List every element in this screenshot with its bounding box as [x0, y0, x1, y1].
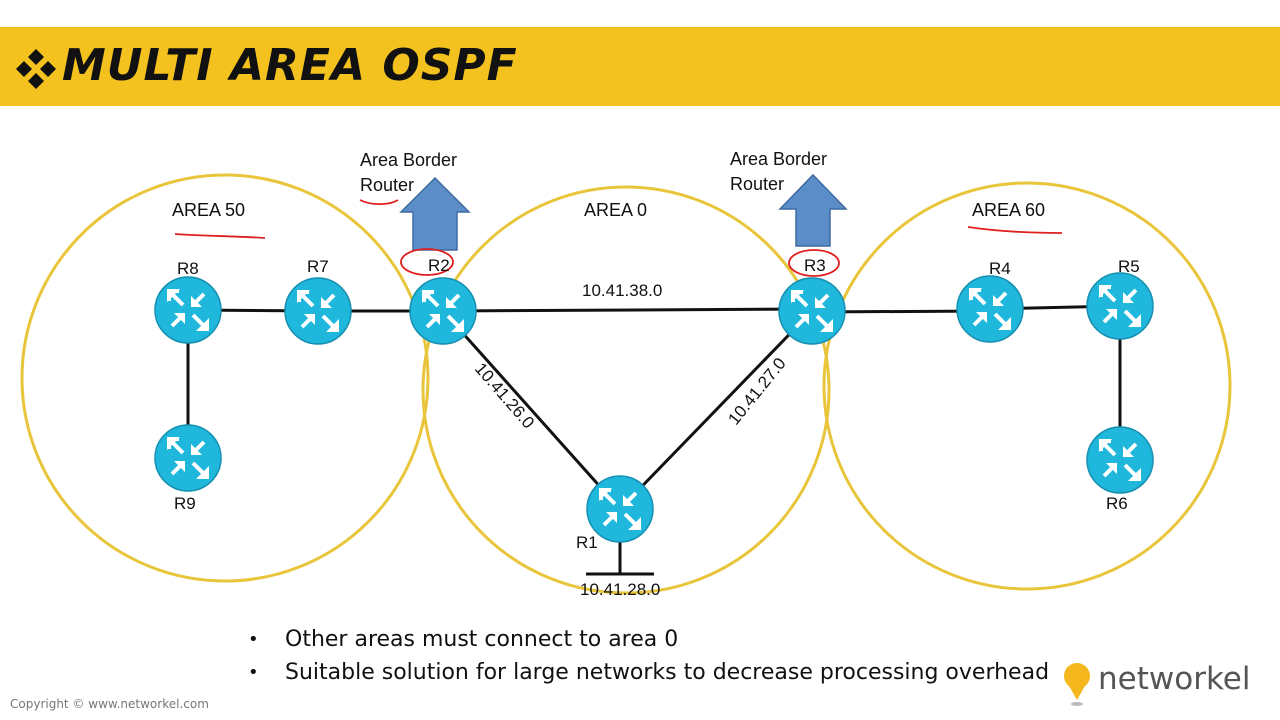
area-50-ring [20, 173, 430, 583]
area-0-label: AREA 0 [584, 200, 647, 220]
router-r6-label: R6 [1106, 494, 1128, 513]
area-50-label: AREA 50 [172, 200, 245, 220]
location-pin-icon [1064, 663, 1090, 706]
network-r2-r3-label: 10.41.38.0 [582, 281, 662, 300]
area-60-label: AREA 60 [972, 200, 1045, 220]
bullet-dot-icon: • [248, 629, 259, 650]
bullet-dot-icon: • [248, 662, 259, 683]
callout-right-line2: Router [730, 174, 784, 194]
callout-left-line2: Router [360, 175, 414, 195]
router-r2-label: R2 [428, 256, 450, 275]
router-r2-icon [408, 276, 478, 346]
router-r7-label: R7 [307, 257, 329, 276]
page-title: MULTI AREA OSPF [62, 40, 518, 91]
copyright-text: Copyright © www.networkel.com [10, 697, 209, 711]
router-r8-icon [153, 275, 223, 345]
router-r8-label: R8 [177, 259, 199, 278]
bullet-text: Other areas must connect to area 0 [285, 627, 679, 652]
callout-left-line1: Area Border [360, 150, 457, 170]
brand-logo-text: networkel [1098, 661, 1251, 697]
up-arrow-left-icon [399, 176, 471, 251]
list-item: • Other areas must connect to area 0 [248, 623, 1049, 656]
router-r1-label: R1 [576, 533, 598, 552]
router-r6-icon [1085, 425, 1155, 495]
router-r3-icon [777, 276, 847, 346]
router-r9-label: R9 [174, 494, 196, 513]
router-r5-label: R5 [1118, 257, 1140, 276]
callout-right-line1: Area Border [730, 149, 827, 169]
router-r3-label: R3 [804, 256, 826, 275]
diamond-bullet-icon [16, 49, 56, 89]
network-r2-r1-label: 10.41.26.0 [471, 359, 538, 432]
router-r5-icon [1085, 271, 1155, 341]
bullet-list: • Other areas must connect to area 0 • S… [248, 623, 1049, 689]
router-r7-icon [283, 276, 353, 346]
router-r4-label: R4 [989, 259, 1011, 278]
up-arrow-right-icon [778, 173, 848, 247]
list-item: • Suitable solution for large networks t… [248, 656, 1049, 689]
area-60-ring [822, 181, 1232, 591]
red-annotations [174, 199, 1063, 277]
bullet-text: Suitable solution for large networks to … [285, 660, 1050, 685]
links [186, 304, 1122, 576]
router-r4-icon [955, 274, 1025, 344]
network-r1-stub-label: 10.41.28.0 [580, 580, 660, 599]
area-0-ring [421, 185, 831, 595]
title-banner [0, 27, 1280, 106]
router-r9-icon [153, 423, 223, 493]
